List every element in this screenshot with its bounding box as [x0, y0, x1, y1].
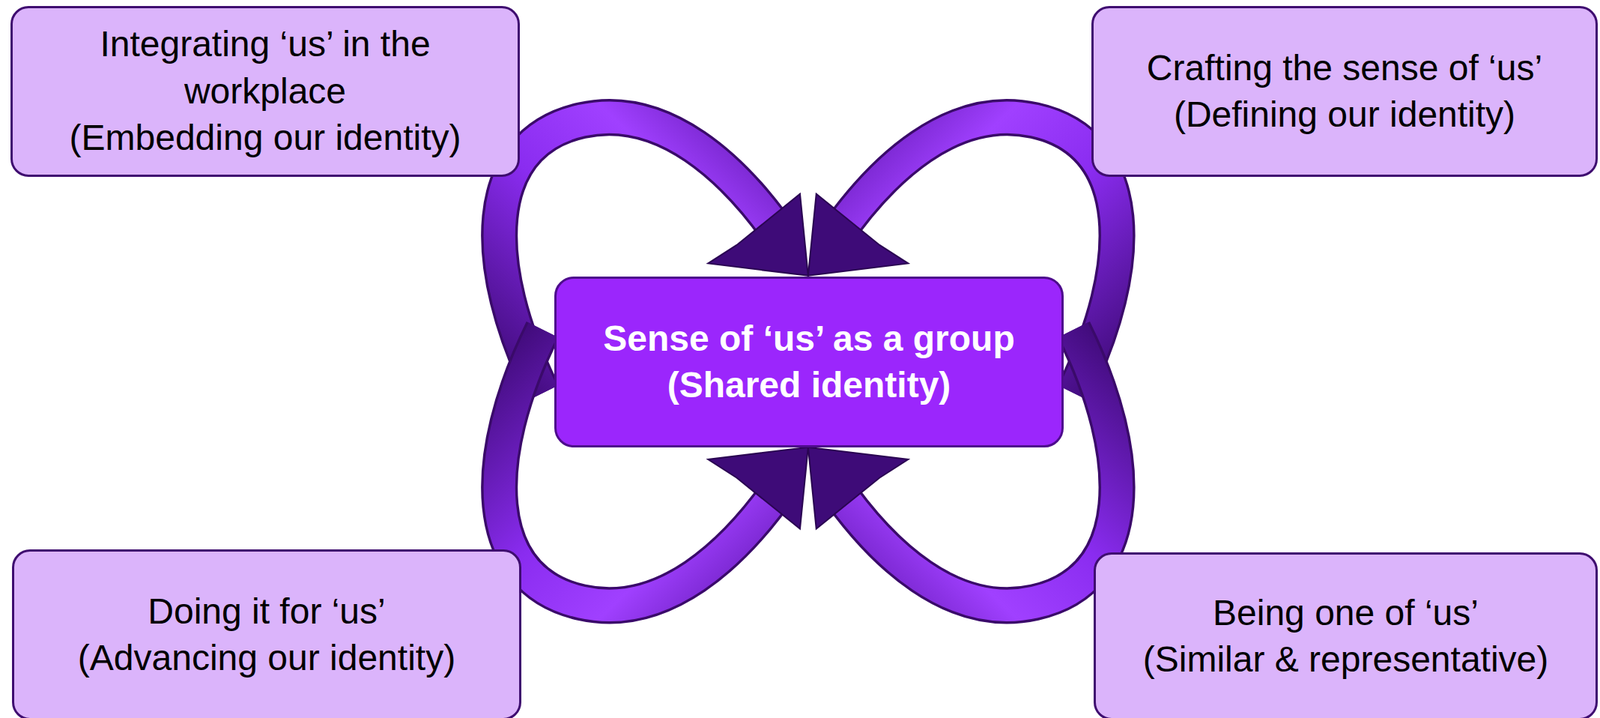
concept-box: Integrating ‘us’ in the workplace(Embedd… — [10, 5, 520, 177]
hub-box: Sense of ‘us’ as a group(Shared identity… — [554, 276, 1064, 448]
box-heading: Doing it for ‘us’ — [147, 588, 386, 635]
box-subtitle: (Defining our identity) — [1173, 91, 1516, 138]
box-heading: Sense of ‘us’ as a group — [602, 315, 1015, 362]
box-subtitle: (Advancing our identity) — [77, 634, 456, 681]
box-heading: Being one of ‘us’ — [1212, 589, 1479, 636]
box-heading: Integrating ‘us’ in the workplace — [23, 20, 508, 115]
concept-box: Being one of ‘us’(Similar & representati… — [1093, 552, 1598, 718]
box-subtitle: (Similar & representative) — [1143, 635, 1550, 683]
concept-box: Doing it for ‘us’(Advancing our identity… — [11, 549, 522, 718]
box-heading: Crafting the sense of ‘us’ — [1146, 44, 1543, 92]
box-subtitle: (Shared identity) — [667, 361, 952, 409]
concept-box: Crafting the sense of ‘us’(Defining our … — [1091, 5, 1598, 177]
box-subtitle: (Embedding our identity) — [69, 114, 462, 162]
